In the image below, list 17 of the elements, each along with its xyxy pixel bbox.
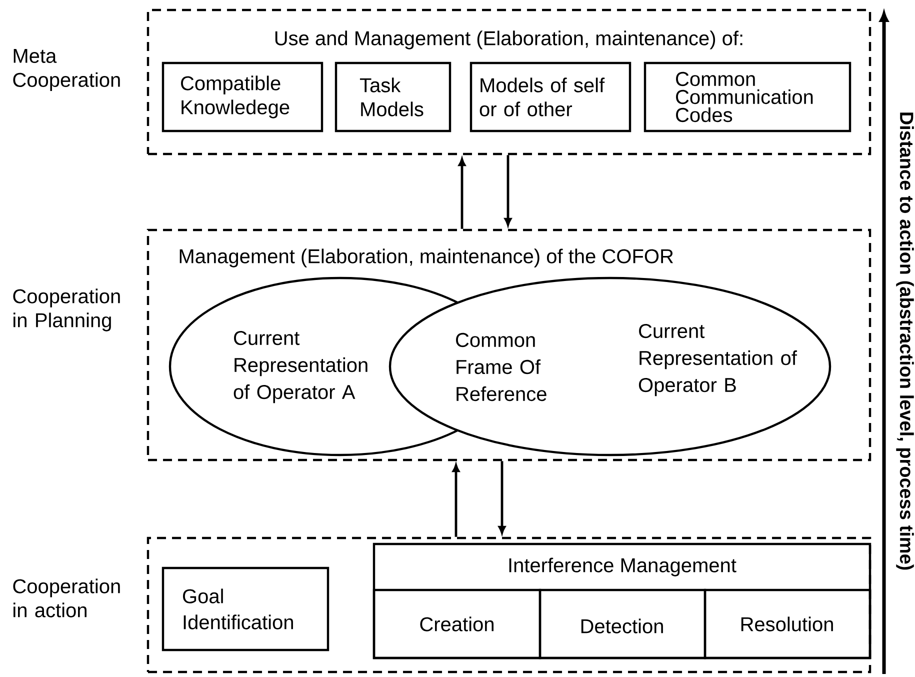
- table-cell: Detection: [538, 588, 706, 660]
- dashed-frame: [146, 536, 872, 674]
- axis-label: Distance to action (abstraction level, process time): [896, 112, 914, 570]
- table-cell: Resolution: [704, 588, 872, 660]
- text-box: Goal Identification: [162, 566, 330, 652]
- text-box: Models of self or of other: [470, 62, 632, 132]
- arrow: [504, 155, 512, 226]
- arrow: [458, 158, 466, 229]
- arrow: [498, 461, 506, 534]
- text-box: Compatible Knowledege: [162, 62, 324, 132]
- table-cell: Creation: [372, 588, 542, 660]
- text-box: Common Communication Codes: [644, 62, 852, 132]
- text-box: Task Models: [334, 62, 452, 132]
- side-label: Cooperation in Planning: [13, 288, 120, 332]
- side-label: Meta Cooperation: [13, 49, 120, 91]
- arrow: [452, 464, 460, 537]
- side-label: Cooperation in action: [13, 578, 120, 618]
